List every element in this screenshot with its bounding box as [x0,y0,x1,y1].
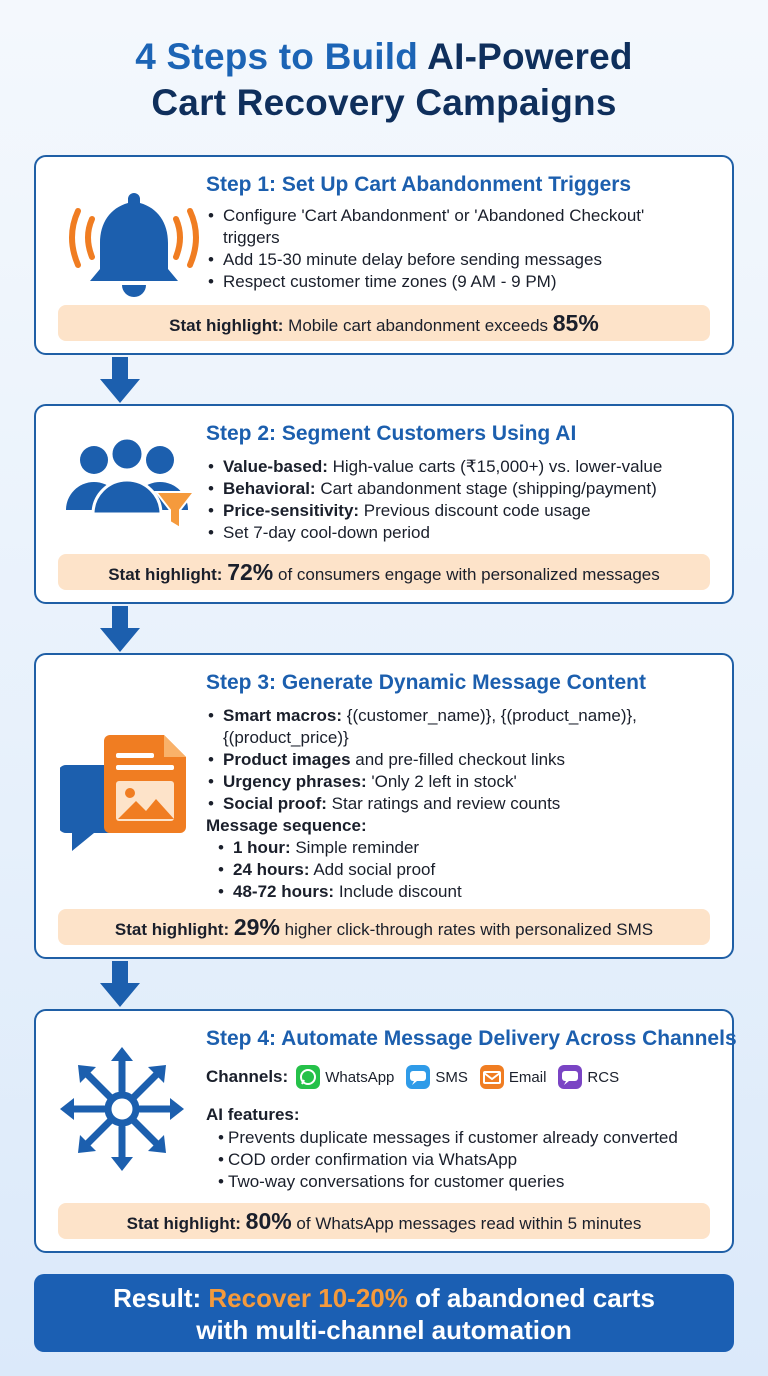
list-item: Configure 'Cart Abandonment' or 'Abandon… [206,205,676,249]
list-item: Price-sensitivity: Previous discount cod… [206,500,716,522]
ai-features-label: AI features: [206,1105,300,1124]
title-highlight: 4 Steps to Build [135,36,419,77]
users-filter-icon [66,436,197,530]
channel-rcs: RCS [558,1065,619,1089]
step-2-title: Step 2: Segment Customers Using AI [206,422,577,445]
email-icon [479,1065,504,1089]
step-1-title: Step 1: Set Up Cart Abandonment Triggers [206,173,632,196]
rcs-icon [558,1065,583,1089]
result-line2: with multi-channel automation [196,1315,572,1345]
step-4-card: Step 4: Automate Message Delivery Across… [34,1009,737,1253]
list-item: Smart macros: {(customer_name)}, {(produ… [206,705,706,749]
step-4-bullets: Prevents duplicate messages if customer … [206,1127,716,1193]
channel-whatsapp: WhatsApp [296,1065,394,1089]
result-highlight: Recover 10-20% [208,1283,408,1313]
arrow-down-icon [100,961,140,1007]
bell-icon [69,193,199,297]
whatsapp-icon [296,1065,321,1089]
arrow-down-icon [100,606,140,652]
step-2-bullets: Value-based: High-value carts (₹15,000+)… [206,456,716,544]
list-item: Add 15-30 minute delay before sending me… [206,249,676,271]
page-title: 4 Steps to Build AI-Powered Cart Recover… [0,34,768,126]
stat-highlight: Stat highlight: 80% of WhatsApp messages… [58,1203,710,1239]
list-item: Set 7-day cool-down period [206,522,716,544]
list-item: Product images and pre-filled checkout l… [206,749,706,771]
list-item: Behavioral: Cart abandonment stage (ship… [206,478,716,500]
sequence-label: Message sequence: [206,816,367,835]
message-document-icon [60,735,186,851]
step-3-title: Step 3: Generate Dynamic Message Content [206,671,646,694]
channel-sms: SMS [406,1065,468,1089]
list-item: Two-way conversations for customer queri… [206,1171,716,1193]
list-item: 1 hour: Simple reminder [206,837,706,859]
channel-email: Email [479,1065,546,1089]
list-item: Urgency phrases: 'Only 2 left in stock' [206,771,706,793]
stat-highlight: Stat highlight: Mobile cart abandonment … [58,305,710,341]
title-line2: Cart Recovery Campaigns [151,82,617,123]
step-3-bullets: Smart macros: {(customer_name)}, {(produ… [206,705,706,903]
network-arrows-icon [60,1047,184,1171]
channels-row: Channels: WhatsApp SMS Email RCS [206,1065,631,1089]
result-banner: Result: Recover 10-20% of abandoned cart… [34,1274,734,1352]
list-item: COD order confirmation via WhatsApp [206,1149,716,1171]
title-part2: AI-Powered [427,36,633,77]
stat-highlight: Stat highlight: 72% of consumers engage … [58,554,710,590]
list-item: 24 hours: Add social proof [206,859,706,881]
sms-icon [406,1065,431,1089]
list-item: Value-based: High-value carts (₹15,000+)… [206,456,716,478]
step-3-card: Step 3: Generate Dynamic Message Content… [34,653,734,959]
arrow-down-icon [100,357,140,403]
list-item: Respect customer time zones (9 AM - 9 PM… [206,271,676,293]
list-item: Social proof: Star ratings and review co… [206,793,706,815]
list-item: Prevents duplicate messages if customer … [206,1127,716,1149]
step-2-card: Step 2: Segment Customers Using AI Value… [34,404,734,604]
step-1-card: Step 1: Set Up Cart Abandonment Triggers… [34,155,734,355]
list-item: 48-72 hours: Include discount [206,881,706,903]
step-1-bullets: Configure 'Cart Abandonment' or 'Abandon… [206,205,676,293]
channels-label: Channels: [206,1067,289,1086]
stat-highlight: Stat highlight: 29% higher click-through… [58,909,710,945]
step-4-title: Step 4: Automate Message Delivery Across… [206,1027,737,1050]
